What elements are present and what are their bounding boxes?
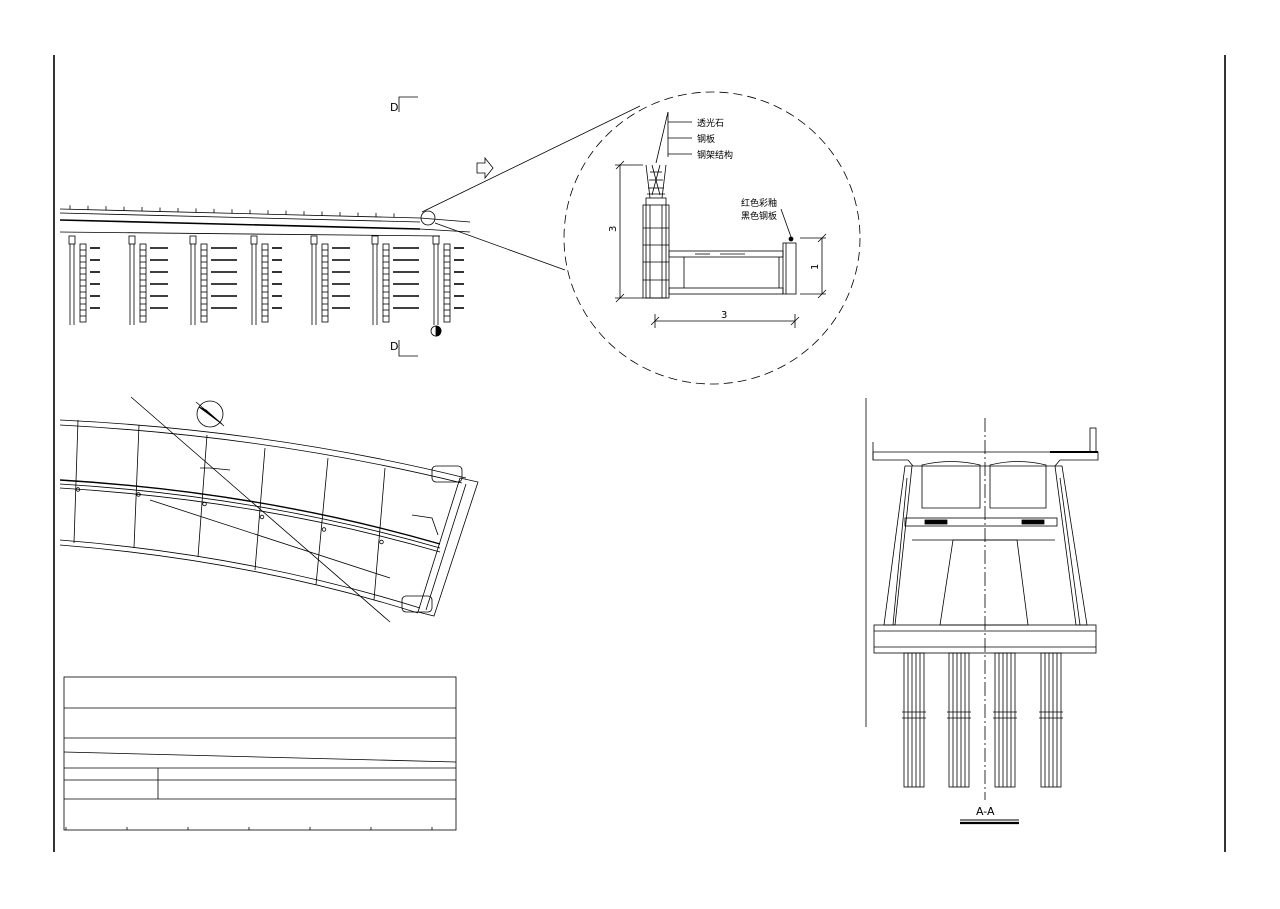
pile [993, 652, 1017, 788]
section-mark-top: D [390, 101, 398, 114]
abutment-detail-bottom [401, 595, 433, 613]
pier-column [939, 539, 1029, 626]
box-cell-left [921, 461, 981, 509]
section-deck [872, 451, 1099, 467]
pier-wall [883, 465, 913, 626]
deck-mid [59, 212, 421, 223]
deck-top [59, 208, 421, 219]
pier [432, 235, 464, 325]
profile-table [63, 676, 457, 831]
section-mark-top-arrow [398, 96, 418, 112]
section-title: A-A [976, 805, 995, 818]
plan-centerline [59, 479, 441, 545]
elevation-view: D D [59, 96, 641, 357]
pier [371, 235, 419, 325]
detail-leader-top [421, 105, 641, 213]
svg-text:3: 3 [608, 226, 619, 232]
callout-steel-plate: 钢板 [697, 133, 715, 145]
pier [250, 235, 282, 325]
span-division [73, 419, 79, 544]
pier-marker [259, 514, 265, 520]
detail-view: 透光石 钢板 钢架结构 红色彩釉 黑色钢板 3 3 [563, 91, 861, 385]
callout-steel-frame: 钢架结构 [697, 149, 733, 161]
callout-stone: 透光石 [697, 117, 724, 129]
pier-marker [202, 501, 207, 507]
section-a-a: A-A [865, 398, 1099, 825]
pier [68, 235, 100, 325]
bearing-cap [904, 517, 1058, 527]
callout-black-steel: 黑色钢板 [741, 210, 777, 222]
abutment [417, 477, 479, 617]
pier-marker [75, 487, 81, 492]
railing-detail [668, 242, 797, 295]
plan-deck-top-edge [59, 419, 467, 479]
lamp-column [642, 164, 670, 299]
dimension-width: 3 [650, 310, 800, 328]
dimension-height: 3 [608, 160, 643, 303]
plan-skew-line [130, 396, 391, 623]
pile [1039, 652, 1063, 788]
callout-red-glaze: 红色彩釉 [741, 197, 777, 209]
pier [189, 235, 237, 325]
detail-leader-bottom [434, 222, 566, 271]
span-division [315, 457, 329, 586]
piers [68, 235, 464, 325]
deck-bottom [59, 219, 421, 230]
pier-marker [321, 527, 327, 532]
pier [128, 235, 168, 325]
pile [902, 652, 926, 788]
view-arrow-icon [476, 156, 494, 180]
plan-view [59, 396, 479, 623]
plan-span-lines [73, 419, 386, 601]
box-cell-right [989, 461, 1047, 509]
span-division [197, 434, 208, 558]
compass-icon [196, 400, 224, 428]
section-mark-bottom: D [390, 340, 398, 353]
pier [310, 235, 350, 325]
pier-marker [136, 492, 141, 497]
abutment-detail-top [431, 465, 463, 483]
span-division [373, 467, 386, 601]
pile-cap [873, 624, 1097, 654]
pile [947, 652, 971, 788]
detail-circle [563, 91, 861, 385]
deck-end [419, 217, 471, 223]
section-mark-bottom-arrow [398, 340, 418, 357]
deck-soffit [59, 231, 441, 237]
piles [902, 652, 1063, 788]
svg-text:1: 1 [810, 264, 821, 270]
svg-text:3: 3 [721, 310, 727, 321]
pier-marker [379, 539, 384, 545]
detail-locator-circle [420, 210, 436, 226]
railing-posts [69, 205, 395, 218]
span-division [133, 424, 140, 549]
dimension-rail: 1 [800, 233, 827, 299]
